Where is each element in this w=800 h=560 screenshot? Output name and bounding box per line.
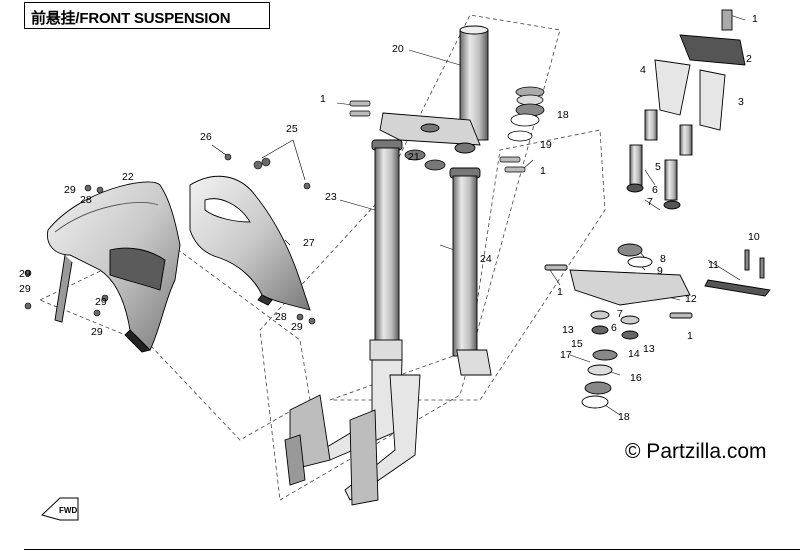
- callout-4: 4: [640, 64, 646, 76]
- callout-9: 9: [657, 265, 663, 277]
- callout-26: 26: [200, 131, 212, 143]
- callout-10: 10: [748, 231, 760, 243]
- callout-29: 29: [95, 296, 107, 308]
- callout-28: 28: [275, 311, 287, 323]
- callout-29: 29: [91, 326, 103, 338]
- callout-3: 3: [738, 96, 744, 108]
- callout-21: 21: [408, 151, 420, 163]
- fork-tube-right: [344, 167, 492, 506]
- front-fender-left: [47, 181, 181, 353]
- callout-1: 1: [540, 165, 546, 177]
- callout-7: 7: [647, 196, 653, 208]
- callout-7: 7: [617, 308, 623, 320]
- fork-cap-nuts: [404, 149, 446, 171]
- callout-22: 22: [122, 171, 134, 183]
- callout-29: 29: [291, 321, 303, 333]
- callout-25: 25: [286, 123, 298, 135]
- callout-29: 29: [64, 184, 76, 196]
- callout-2: 2: [746, 53, 752, 65]
- callout-1: 1: [687, 330, 693, 342]
- top-clamp-right-assembly: [544, 9, 771, 409]
- fwd-label: FWD: [59, 506, 77, 515]
- callout-6: 6: [611, 322, 617, 334]
- partzilla-watermark: © Partzilla.com: [625, 440, 767, 463]
- callout-29: 29: [19, 268, 31, 280]
- callout-17: 17: [560, 349, 572, 361]
- callout-11: 11: [708, 259, 719, 271]
- callout-18: 18: [618, 411, 630, 423]
- callout-28: 28: [80, 194, 92, 206]
- triple-clamp-upper-left: [379, 112, 481, 154]
- diagram-title: 前悬挂/FRONT SUSPENSION: [31, 10, 231, 27]
- fork-clamp-bolts: [349, 100, 526, 173]
- callout-15: 15: [571, 338, 583, 350]
- callout-1: 1: [320, 93, 326, 105]
- fork-tube-left: [284, 139, 403, 486]
- forward-direction-arrow: FWD: [41, 497, 79, 521]
- callout-5: 5: [655, 161, 661, 173]
- fender-hardware: [24, 153, 316, 325]
- callout-16: 16: [630, 372, 642, 384]
- callout-27: 27: [303, 237, 315, 249]
- callout-20: 20: [392, 43, 404, 55]
- callout-1: 1: [557, 286, 563, 298]
- bearing-stack-upper: [507, 86, 545, 142]
- callout-6: 6: [652, 184, 658, 196]
- callout-13: 13: [643, 343, 655, 355]
- callout-24: 24: [480, 253, 492, 265]
- callout-labels: 1 2 3 4 5 6 7 20 18 19 1 21 1 23 24 26 2…: [19, 13, 760, 423]
- callout-8: 8: [660, 253, 666, 265]
- callout-1: 1: [752, 13, 758, 25]
- callout-19: 19: [540, 139, 552, 151]
- front-fender-right: [189, 175, 311, 311]
- bottom-divider: [24, 549, 800, 550]
- callout-14: 14: [628, 348, 640, 360]
- callout-29: 29: [19, 283, 31, 295]
- callout-12: 12: [685, 293, 697, 305]
- diagram-title-box: 前悬挂/FRONT SUSPENSION: [24, 2, 270, 29]
- callout-18: 18: [557, 109, 569, 121]
- callout-13: 13: [562, 324, 574, 336]
- callout-23: 23: [325, 191, 337, 203]
